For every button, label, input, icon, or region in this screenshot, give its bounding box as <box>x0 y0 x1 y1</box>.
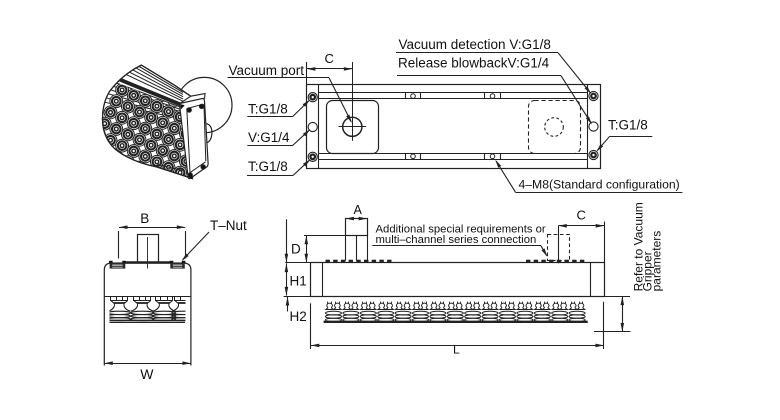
svg-text:T:G1/8: T:G1/8 <box>608 118 648 133</box>
svg-text:parameters: parameters <box>650 231 664 292</box>
svg-text:multi–channel series connectio: multi–channel series connection <box>376 234 537 246</box>
svg-text:L: L <box>453 343 460 357</box>
svg-text:T–Nut: T–Nut <box>210 218 247 233</box>
svg-text:Gripper: Gripper <box>641 251 655 291</box>
svg-text:A: A <box>354 203 363 217</box>
svg-text:T:G1/8: T:G1/8 <box>248 159 288 174</box>
svg-text:D: D <box>291 242 301 257</box>
svg-text:Vacuum port: Vacuum port <box>229 63 305 78</box>
svg-text:Vacuum detection V:G1/8: Vacuum detection V:G1/8 <box>399 37 551 52</box>
svg-text:C: C <box>577 207 586 222</box>
svg-text:V:G1/4: V:G1/4 <box>248 130 290 145</box>
svg-text:T:G1/8: T:G1/8 <box>248 101 288 116</box>
svg-text:C: C <box>325 51 334 66</box>
svg-text:H2: H2 <box>290 309 307 324</box>
svg-text:Release blowbackV:G1/4: Release blowbackV:G1/4 <box>398 56 550 71</box>
svg-text:Additional special requirement: Additional special requirements or <box>376 223 546 235</box>
svg-text:B: B <box>140 211 149 226</box>
svg-text:H1: H1 <box>290 273 307 288</box>
svg-text:W: W <box>140 366 154 382</box>
svg-text:Refer to Vacuum: Refer to Vacuum <box>632 202 646 291</box>
svg-text:4–M8(Standard configuration): 4–M8(Standard configuration) <box>519 178 680 192</box>
